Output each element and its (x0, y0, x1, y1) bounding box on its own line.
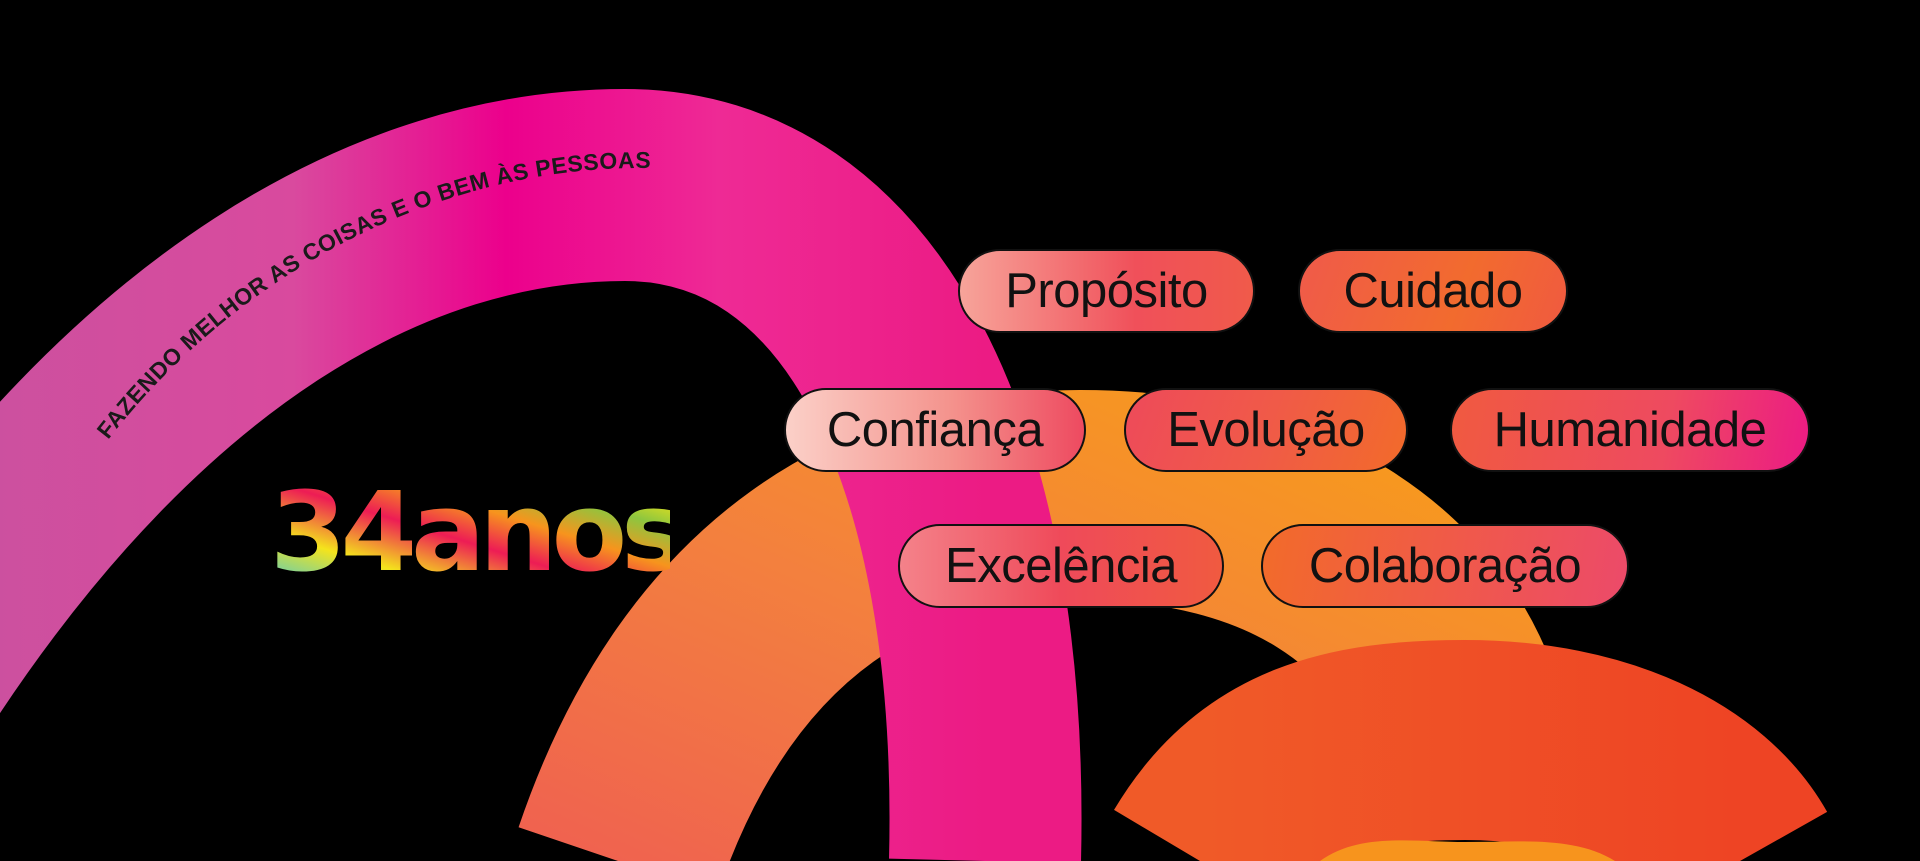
value-pill-cuidado: Cuidado (1298, 249, 1568, 333)
inner-orange-core (1320, 840, 1615, 861)
value-pill-confianca: Confiança (784, 388, 1086, 472)
34-anos-logo: 34anos (270, 468, 670, 595)
pink-arch (0, 88, 1082, 861)
logo-text: 34anos (270, 468, 670, 595)
red-orange-arch (1114, 639, 1828, 861)
value-pill-excelencia: Excelência (898, 524, 1224, 608)
value-pill-humanidade: Humanidade (1450, 388, 1810, 472)
value-pill-evolucao: Evolução (1124, 388, 1408, 472)
value-pill-proposito: Propósito (958, 249, 1255, 333)
value-pill-colaboracao: Colaboração (1261, 524, 1629, 608)
